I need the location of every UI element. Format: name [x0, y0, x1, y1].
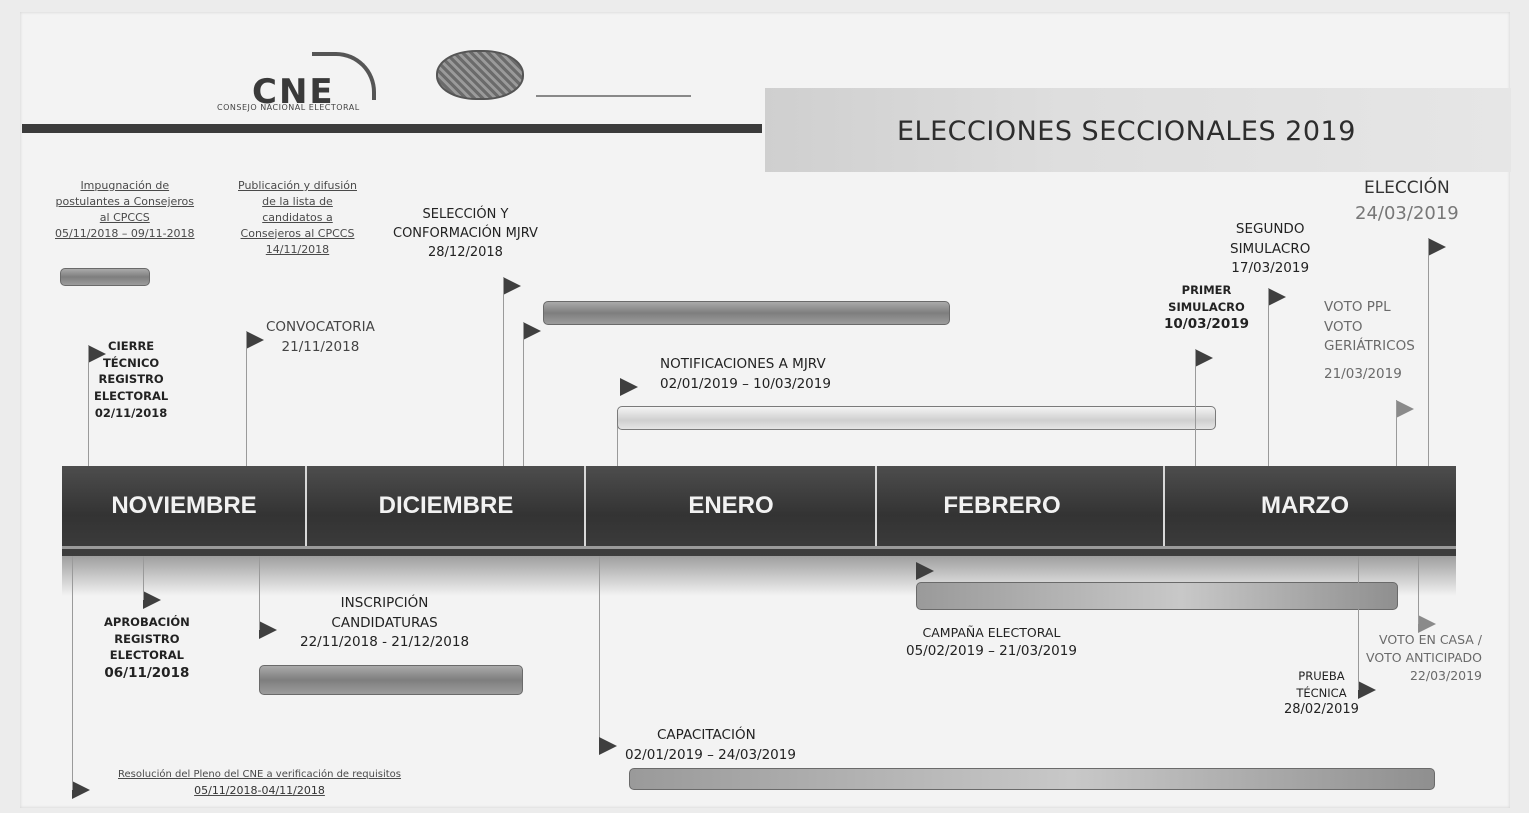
page-title: ELECCIONES SECCIONALES 2019 — [897, 116, 1356, 147]
notificaciones-bar — [617, 406, 1216, 430]
month-separator — [305, 466, 307, 546]
event-resolucion: Resolución del Pleno del CNE a verificac… — [118, 769, 402, 797]
pole-prueba — [1358, 556, 1359, 690]
event-impugnacion: Impugnación de postulantes a Consejeros … — [55, 179, 195, 240]
pole-capacitacion — [599, 556, 600, 746]
pole-eleccion — [1428, 238, 1429, 466]
event-inscripcion: INSCRIPCIÓN CANDIDATURAS 22/11/2018 - 21… — [300, 595, 470, 651]
pole-inscripcion — [259, 556, 260, 630]
flag-voto-casa-icon — [1418, 615, 1436, 633]
month-noviembre: NOVIEMBRE — [111, 492, 257, 519]
event-capacitacion: CAPACITACIÓN 02/01/2019 – 24/03/2019 — [625, 727, 796, 763]
signature-line — [536, 95, 691, 97]
flag-eleccion-icon — [1428, 238, 1446, 256]
month-separator — [584, 466, 586, 546]
pole-voto-casa — [1418, 556, 1419, 624]
pole-segundo-simulacro — [1268, 288, 1269, 466]
event-eleccion: ELECCIÓN 24/03/2019 — [1355, 178, 1459, 224]
event-publicacion: Publicación y difusión de la lista de ca… — [238, 179, 357, 256]
inscripcion-bar — [259, 665, 523, 695]
event-primer-simulacro: PRIMER SIMULACRO 10/03/2019 — [1164, 283, 1250, 333]
impugnacion-bar — [60, 268, 150, 286]
month-separator — [1163, 466, 1165, 546]
flag-resolucion-icon — [72, 781, 90, 799]
flag-primer-simulacro-icon — [1195, 349, 1213, 367]
capacitacion-bar — [629, 768, 1435, 790]
flag-campana-icon — [916, 562, 934, 580]
campana-bar — [916, 582, 1398, 610]
flag-notificaciones-icon — [620, 378, 638, 396]
flag-inscripcion-icon — [259, 621, 277, 639]
month-separator — [875, 466, 877, 546]
month-bar: NOVIEMBRE DICIEMBRE ENERO FEBRERO MARZO — [62, 466, 1456, 556]
pole-seleccion-2 — [523, 322, 524, 466]
header-divider — [22, 124, 762, 133]
flag-cierre-icon — [88, 345, 106, 363]
pole-notificaciones — [617, 410, 618, 466]
seleccion-bar — [543, 301, 950, 325]
event-segundo-simulacro: SEGUNDO SIMULACRO 17/03/2019 — [1230, 221, 1311, 277]
pole-seleccion — [503, 277, 504, 466]
pole-primer-simulacro — [1195, 349, 1196, 466]
pole-resolucion — [72, 556, 73, 790]
pole-aprobacion — [143, 556, 144, 600]
flag-aprobacion-icon — [143, 591, 161, 609]
event-aprobacion: APROBACIÓN REGISTRO ELECTORAL 06/11/2018 — [104, 615, 190, 682]
pole-convocatoria — [246, 331, 247, 466]
event-voto-casa: VOTO EN CASA / VOTO ANTICIPADO 22/03/201… — [1366, 632, 1483, 684]
flag-prueba-icon — [1358, 681, 1376, 699]
event-cierre: CIERRE TÉCNICO REGISTRO ELECTORAL 02/11/… — [94, 339, 169, 420]
seal-icon — [436, 50, 524, 100]
pole-voto-ppl — [1396, 400, 1397, 466]
event-prueba: PRUEBA TÉCNICA 28/02/2019 — [1284, 669, 1359, 718]
title-box — [765, 88, 1511, 172]
month-diciembre: DICIEMBRE — [378, 492, 514, 519]
cne-logo: CNE — [252, 72, 335, 112]
cne-logo-subtitle: CONSEJO NACIONAL ELECTORAL — [217, 103, 360, 112]
event-campana: CAMPAÑA ELECTORAL 05/02/2019 – 21/03/201… — [906, 625, 1077, 660]
event-seleccion: SELECCIÓN Y CONFORMACIÓN MJRV 28/12/2018 — [393, 207, 538, 260]
month-enero: ENERO — [688, 492, 774, 519]
pole-cierre — [88, 345, 89, 466]
flag-segundo-simulacro-icon — [1268, 288, 1286, 306]
flag-voto-ppl-icon — [1396, 400, 1414, 418]
event-voto-ppl: VOTO PPL VOTO GERIÁTRICOS 21/03/2019 — [1324, 299, 1415, 382]
flag-convocatoria-icon — [246, 331, 264, 349]
event-notificaciones: NOTIFICACIONES A MJRV 02/01/2019 – 10/03… — [660, 356, 831, 392]
flag-seleccion-icon — [503, 277, 521, 295]
flag-seleccion-2-icon — [523, 322, 541, 340]
month-strip — [62, 546, 1456, 549]
flag-capacitacion-icon — [599, 737, 617, 755]
month-febrero: FEBRERO — [943, 492, 1061, 519]
event-convocatoria: CONVOCATORIA 21/11/2018 — [266, 319, 375, 355]
month-marzo: MARZO — [1261, 492, 1349, 519]
